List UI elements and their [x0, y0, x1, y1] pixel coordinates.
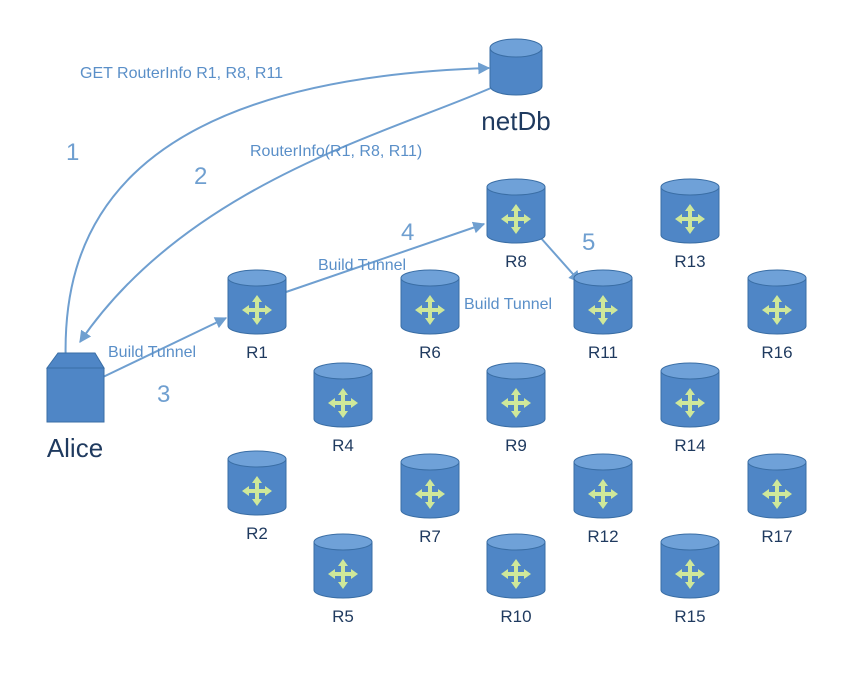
build-tunnel-label-3: Build Tunnel	[464, 296, 552, 313]
router-icon	[400, 453, 460, 519]
router-r16-node: R16	[747, 269, 807, 362]
router-label: R15	[674, 607, 705, 626]
router-icon	[313, 533, 373, 599]
routerinfo-reply-label: RouterInfo(R1, R8, R11)	[250, 143, 422, 160]
router-r12-node: R12	[573, 453, 633, 546]
router-icon	[400, 269, 460, 335]
router-icon	[660, 362, 720, 428]
router-r13-node: R13	[660, 178, 720, 271]
alice-label: Alice	[47, 433, 103, 463]
router-icon	[747, 453, 807, 519]
router-icon	[227, 269, 287, 335]
router-label: R9	[505, 436, 527, 455]
routerinfo-reply-arrow	[79, 83, 501, 343]
netdb-database-icon	[489, 38, 543, 96]
router-r14-node: R14	[660, 362, 720, 455]
router-label: R10	[500, 607, 531, 626]
router-r6-node: R6	[400, 269, 460, 362]
router-r10-node: R10	[486, 533, 546, 626]
step-number: 2	[194, 163, 207, 190]
router-icon	[313, 362, 373, 428]
router-label: R4	[332, 436, 354, 455]
router-label: R17	[761, 527, 792, 546]
router-r9-node: R9	[486, 362, 546, 455]
router-r5-node: R5	[313, 533, 373, 626]
router-icon	[486, 362, 546, 428]
router-icon	[573, 269, 633, 335]
router-label: R16	[761, 343, 792, 362]
build-tunnel-r8-r11-arrow	[539, 236, 581, 283]
router-label: R12	[587, 527, 618, 546]
router-label: R7	[419, 527, 441, 546]
router-icon	[660, 178, 720, 244]
router-label: R1	[246, 343, 268, 362]
router-label: R8	[505, 252, 527, 271]
step-number: 5	[582, 229, 595, 256]
build-tunnel-label-1: Build Tunnel	[108, 344, 196, 361]
router-r17-node: R17	[747, 453, 807, 546]
build-tunnel-alice-r1-arrow	[102, 317, 228, 378]
build-tunnel-r1-r8-arrow	[285, 221, 486, 293]
router-icon	[573, 453, 633, 519]
get-routerinfo-label: GET RouterInfo R1, R8, R11	[80, 65, 283, 82]
router-label: R14	[674, 436, 705, 455]
router-icon	[227, 450, 287, 516]
router-label: R6	[419, 343, 441, 362]
step-number: 1	[66, 139, 79, 166]
router-label: R2	[246, 524, 268, 543]
router-r1-node: R1	[227, 269, 287, 362]
router-r15-node: R15	[660, 533, 720, 626]
router-r4-node: R4	[313, 362, 373, 455]
netdb-label: netDb	[481, 106, 550, 136]
router-icon	[747, 269, 807, 335]
router-label: R5	[332, 607, 354, 626]
connections	[64, 62, 581, 378]
step-number: 3	[157, 381, 170, 408]
get-routerinfo-arrow	[64, 62, 491, 369]
router-icon	[660, 533, 720, 599]
router-label: R11	[588, 343, 618, 362]
router-icon	[486, 178, 546, 244]
step-number: 4	[401, 219, 414, 246]
alice-node-icon	[46, 352, 105, 423]
router-r8-node: R8	[486, 178, 546, 271]
router-icon	[486, 533, 546, 599]
router-r7-node: R7	[400, 453, 460, 546]
router-label: R13	[674, 252, 705, 271]
router-r2-node: R2	[227, 450, 287, 543]
build-tunnel-label-2: Build Tunnel	[318, 257, 406, 274]
router-r11-node: R11	[573, 269, 633, 362]
